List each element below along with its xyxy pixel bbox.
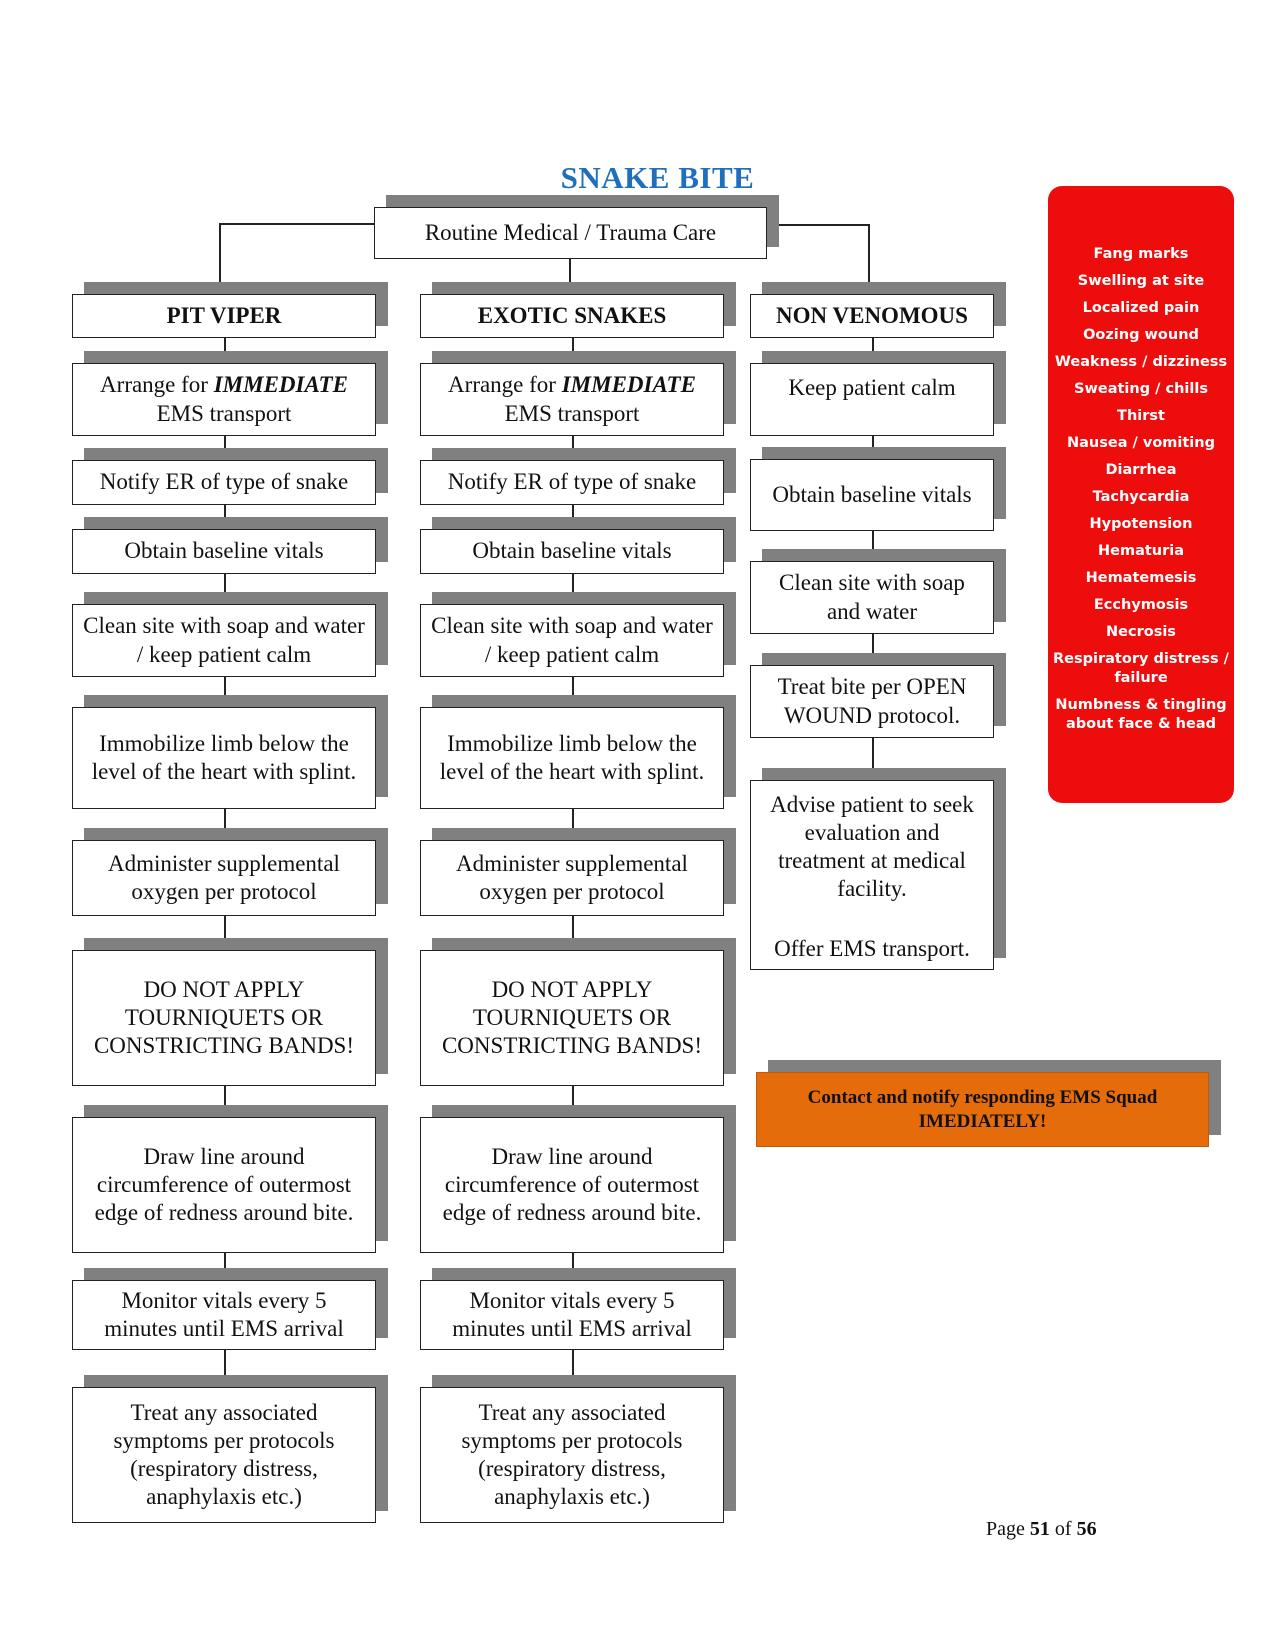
step-text-post: EMS transport bbox=[156, 400, 292, 426]
column-0-connector-9 bbox=[224, 1350, 226, 1387]
column-1-connector-5 bbox=[572, 809, 574, 840]
column-1-step-2: Obtain baseline vitals bbox=[420, 529, 724, 574]
column-1-step-5: Administer supplemental oxygen per proto… bbox=[420, 840, 724, 916]
column-1-connector-0 bbox=[572, 338, 574, 363]
column-0-step-3: Clean site with soap and water / keep pa… bbox=[72, 604, 376, 677]
column-1-connector-7 bbox=[572, 1086, 574, 1117]
step-text-emphasis: IMMEDIATE bbox=[561, 372, 696, 398]
column-0-step-4: Immobilize limb below the level of the h… bbox=[72, 707, 376, 809]
column-1-connector-3 bbox=[572, 574, 574, 604]
step-text: Advise patient to seek evaluation and tr… bbox=[770, 792, 974, 902]
column-0-step-2: Obtain baseline vitals bbox=[72, 529, 376, 574]
step-text-post: EMS transport bbox=[504, 400, 640, 426]
page-current: 51 bbox=[1029, 1518, 1050, 1540]
column-header-2: NON VENOMOUS bbox=[750, 294, 994, 338]
column-1-step-3: Clean site with soap and water / keep pa… bbox=[420, 604, 724, 677]
symptom-item: Fang marks bbox=[1093, 246, 1189, 262]
column-2-connector-1 bbox=[872, 436, 874, 459]
symptom-item: Respiratory distress / failure bbox=[1053, 651, 1229, 686]
column-2-step-4: Advise patient to seek evaluation and tr… bbox=[750, 780, 994, 970]
symptom-item: Hematuria bbox=[1097, 543, 1185, 559]
column-2-connector-0 bbox=[872, 338, 874, 363]
column-0-connector-5 bbox=[224, 809, 226, 840]
step-text-extra: Offer EMS transport. bbox=[774, 935, 970, 961]
column-1-step-9: Treat any associated symptoms per protoc… bbox=[420, 1387, 724, 1523]
root-connector-right-down bbox=[868, 224, 870, 294]
column-0-step-5: Administer supplemental oxygen per proto… bbox=[72, 840, 376, 916]
column-0-connector-3 bbox=[224, 574, 226, 604]
column-0-connector-6 bbox=[224, 916, 226, 950]
symptom-item: Localized pain bbox=[1082, 300, 1200, 316]
symptom-item: Weakness / dizziness bbox=[1054, 354, 1228, 370]
column-0-step-9: Treat any associated symptoms per protoc… bbox=[72, 1387, 376, 1523]
column-1-connector-4 bbox=[572, 677, 574, 707]
column-2-step-1: Obtain baseline vitals bbox=[750, 459, 994, 531]
column-2-step-3: Treat bite per OPEN WOUND protocol. bbox=[750, 665, 994, 738]
page-prefix: Page bbox=[986, 1518, 1030, 1540]
symptom-item: Hypotension bbox=[1089, 516, 1193, 532]
column-1-connector-6 bbox=[572, 916, 574, 950]
column-2-connector-3 bbox=[872, 634, 874, 665]
column-1-connector-2 bbox=[572, 505, 574, 529]
column-2-step-2: Clean site with soap and water bbox=[750, 561, 994, 634]
column-2-step-0: Keep patient calm bbox=[750, 363, 994, 436]
symptom-item: Sweating / chills bbox=[1074, 381, 1208, 397]
column-0-connector-1 bbox=[224, 436, 226, 460]
column-1-step-8: Monitor vitals every 5 minutes until EMS… bbox=[420, 1280, 724, 1350]
root-connector-left bbox=[219, 223, 375, 225]
symptom-item: Hematemesis bbox=[1085, 570, 1197, 586]
symptom-item: Tachycardia bbox=[1092, 489, 1190, 505]
column-0-connector-7 bbox=[224, 1086, 226, 1117]
column-0-connector-8 bbox=[224, 1253, 226, 1280]
symptom-item: Nausea / vomiting bbox=[1067, 435, 1215, 451]
column-0-step-7: Draw line around circumference of outerm… bbox=[72, 1117, 376, 1253]
symptom-item: Ecchymosis bbox=[1093, 597, 1189, 613]
root-box: Routine Medical / Trauma Care bbox=[374, 207, 767, 259]
symptom-item: Swelling at site bbox=[1077, 273, 1205, 289]
column-0-connector-4 bbox=[224, 677, 226, 707]
column-0-step-8: Monitor vitals every 5 minutes until EMS… bbox=[72, 1280, 376, 1350]
column-0-step-0: Arrange for IMMEDIATE EMS transport bbox=[72, 363, 376, 436]
column-1-connector-1 bbox=[572, 436, 574, 460]
symptom-item: Diarrhea bbox=[1105, 462, 1177, 478]
column-2-connector-2 bbox=[872, 531, 874, 561]
column-header-0: PIT VIPER bbox=[72, 294, 376, 338]
column-1-step-7: Draw line around circumference of outerm… bbox=[420, 1117, 724, 1253]
column-1-step-6: DO NOT APPLY TOURNIQUETS OR CONSTRICTING… bbox=[420, 950, 724, 1086]
step-text-pre: Arrange for bbox=[448, 372, 562, 398]
page-number: Page 51 of 56 bbox=[986, 1518, 1097, 1541]
column-1-connector-8 bbox=[572, 1253, 574, 1280]
step-text-emphasis: IMMEDIATE bbox=[213, 372, 348, 398]
notify-ems-banner: Contact and notify responding EMS Squad … bbox=[756, 1072, 1209, 1147]
column-1-step-4: Immobilize limb below the level of the h… bbox=[420, 707, 724, 809]
column-1-step-1: Notify ER of type of snake bbox=[420, 460, 724, 505]
column-header-1: EXOTIC SNAKES bbox=[420, 294, 724, 338]
page-total: 56 bbox=[1076, 1518, 1097, 1540]
page-sep: of bbox=[1049, 1518, 1077, 1540]
column-2-connector-4 bbox=[872, 738, 874, 780]
symptom-item: Numbness & tingling about face & head bbox=[1055, 697, 1227, 732]
step-text-pre: Arrange for bbox=[100, 372, 214, 398]
symptom-item: Oozing wound bbox=[1083, 327, 1199, 343]
column-0-connector-0 bbox=[224, 338, 226, 363]
column-0-step-6: DO NOT APPLY TOURNIQUETS OR CONSTRICTING… bbox=[72, 950, 376, 1086]
root-connector-left-down bbox=[219, 223, 221, 294]
symptom-item: Necrosis bbox=[1106, 624, 1176, 640]
page-title: SNAKE BITE bbox=[560, 160, 755, 195]
column-1-step-0: Arrange for IMMEDIATE EMS transport bbox=[420, 363, 724, 436]
column-0-connector-2 bbox=[224, 505, 226, 529]
column-0-step-1: Notify ER of type of snake bbox=[72, 460, 376, 505]
column-1-connector-9 bbox=[572, 1350, 574, 1387]
root-connector-center-down bbox=[569, 258, 571, 294]
symptom-item: Thirst bbox=[1117, 408, 1165, 424]
root-connector-right bbox=[766, 224, 869, 226]
